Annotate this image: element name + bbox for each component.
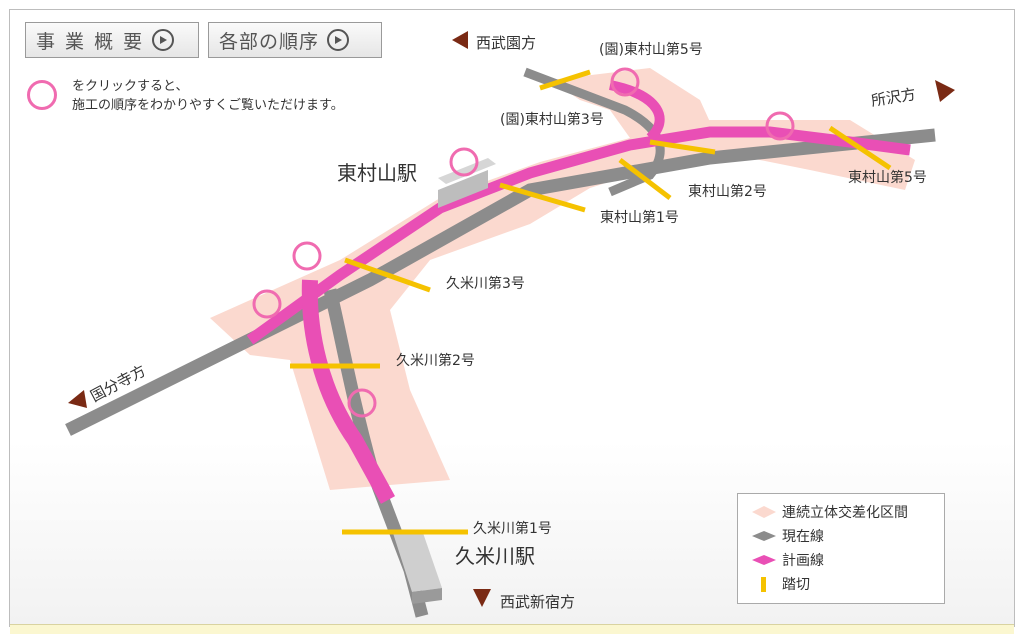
- construction-order-button[interactable]: 各部の順序: [208, 22, 382, 58]
- legend-item-crossing: 踏切: [748, 572, 934, 596]
- current-line-swatch-icon: [748, 527, 782, 545]
- label-station-higashimurayama: 東村山駅: [337, 161, 417, 185]
- arrow-down-icon: [473, 589, 491, 607]
- legend: 連続立体交差化区間 現在線 計画線 踏切: [737, 493, 945, 604]
- legend-label-current: 現在線: [782, 529, 824, 545]
- hint-line-2: 施工の順序をわかりやすくご覧いただけます。: [72, 98, 344, 113]
- planned-line-swatch-icon: [748, 551, 782, 569]
- label-tokorozawa-direction: 所沢方: [870, 85, 917, 110]
- label-crossing-en5: (園)東村山第5号: [599, 41, 703, 58]
- arrow-right-icon: [935, 80, 955, 102]
- crossings: [290, 69, 892, 535]
- hotspot-circle-higashimurayama[interactable]: [449, 147, 479, 177]
- label-shinjuku-direction: 西武新宿方: [500, 593, 575, 611]
- legend-item-planned: 計画線: [748, 548, 934, 572]
- label-crossing-h2: 東村山第2号: [688, 183, 767, 200]
- legend-label-planned: 計画線: [782, 553, 824, 569]
- hotspot-circle-kume3-north[interactable]: [292, 241, 322, 271]
- hotspot-circle-kume2[interactable]: [347, 388, 377, 418]
- hint-circle-icon: [27, 80, 57, 110]
- label-crossing-h5: 東村山第5号: [848, 169, 927, 186]
- overview-button[interactable]: 事 業 概 要: [25, 22, 199, 58]
- label-seibuen-direction: 西武園方: [476, 34, 536, 52]
- hotspot-circle-en5[interactable]: [610, 67, 640, 97]
- legend-label-crossing: 踏切: [782, 577, 810, 593]
- legend-item-section: 連続立体交差化区間: [748, 500, 934, 524]
- label-crossing-k2: 久米川第2号: [396, 352, 475, 369]
- play-circle-icon: [327, 29, 350, 51]
- hotspot-circle-tokorozawa[interactable]: [765, 111, 795, 141]
- arrow-left-icon: [452, 31, 468, 49]
- label-crossing-h1: 東村山第1号: [600, 209, 679, 226]
- hint-text: をクリックすると、 施工の順序をわかりやすくご覧いただけます。: [72, 77, 344, 115]
- station-kumegawa-block: [392, 530, 442, 604]
- hotspot-circle-kokubunji[interactable]: [252, 289, 282, 319]
- label-station-kumegawa: 久米川駅: [455, 544, 535, 568]
- map-frame: 西武園方 所沢方 国分寺方 西武新宿方 東村山駅 久米川駅 (園)東村山第5号 …: [9, 9, 1015, 627]
- construction-order-label: 各部の順序: [219, 30, 320, 53]
- hint-line-1: をクリックすると、: [72, 79, 189, 94]
- legend-label-section: 連続立体交差化区間: [782, 505, 908, 521]
- bottom-strip: [10, 624, 1014, 634]
- route-map: 西武園方 所沢方 国分寺方 西武新宿方 東村山駅 久米川駅 (園)東村山第5号 …: [65, 31, 955, 618]
- crossing-swatch-icon: [748, 575, 782, 593]
- arrow-left-icon: [68, 390, 87, 408]
- label-crossing-k3: 久米川第3号: [446, 275, 525, 292]
- legend-item-current: 現在線: [748, 524, 934, 548]
- label-crossing-en3: (園)東村山第3号: [500, 111, 604, 128]
- overview-label: 事 業 概 要: [36, 30, 145, 53]
- section-swatch-icon: [748, 503, 782, 521]
- play-circle-icon: [152, 29, 175, 51]
- label-crossing-k1: 久米川第1号: [473, 520, 552, 537]
- section-area: [210, 68, 915, 490]
- station-higashimurayama-block: [438, 158, 496, 208]
